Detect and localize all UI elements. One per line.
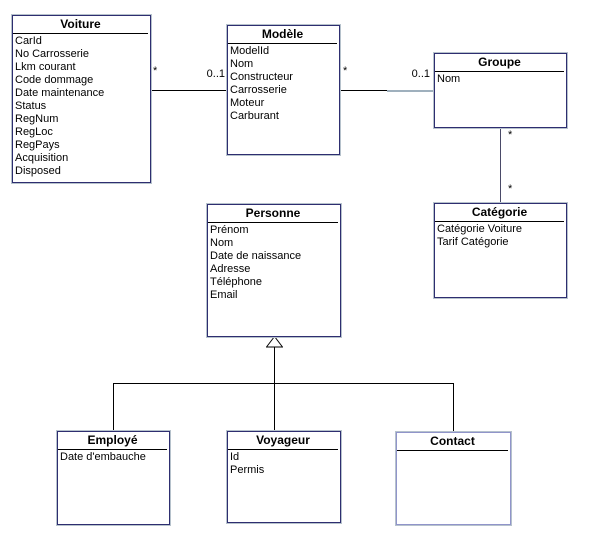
class-modele[interactable]: Modèle ModelId Nom Constructeur Carrosse… [227,25,340,155]
attribute-list: Id Permis [228,450,340,477]
generalization-drop-contact[interactable] [453,383,454,432]
class-voyageur[interactable]: Voyageur Id Permis [227,431,341,523]
class-title-modele: Modèle [228,26,337,44]
attribute-list: Nom [435,72,566,86]
attribute-row: CarId [15,35,42,47]
attribute-row: Date maintenance [15,87,105,99]
attribute-row: Id [230,451,240,463]
attribute-row: RegNum [15,113,59,125]
class-voiture[interactable]: Voiture CarId No Carrosserie Lkm courant… [12,15,151,183]
attribute-row: Tarif Catégorie [437,236,509,248]
attribute-row: Status [15,100,47,112]
association-modele-groupe[interactable] [340,90,388,91]
attribute-row: Lkm courant [15,61,76,73]
multiplicity-categorie-top: * [508,183,513,195]
attribute-row: Date d'embauche [60,451,146,463]
attribute-list [397,451,510,452]
association-voiture-modele[interactable] [151,90,227,91]
attribute-row: Carburant [230,110,279,122]
multiplicity-modele-right: * [343,65,348,77]
attribute-list: CarId No Carrosserie Lkm courant Code do… [13,34,150,178]
attribute-row: RegLoc [15,126,53,138]
association-groupe-categorie[interactable] [500,128,501,203]
class-title-contact: Contact [397,433,508,451]
attribute-row: Adresse [210,263,251,275]
attribute-list: Date d'embauche [58,450,169,464]
attribute-row: Carrosserie [230,84,287,96]
attribute-row: Prénom [210,224,249,236]
association-modele-groupe-segment[interactable] [387,90,435,92]
generalization-drop-employe[interactable] [113,383,114,431]
class-contact[interactable]: Contact [396,432,511,525]
class-employe[interactable]: Employé Date d'embauche [57,431,170,525]
attribute-row: Disposed [15,165,61,177]
multiplicity-modele-left: 0..1 [206,68,225,80]
class-personne[interactable]: Personne Prénom Nom Date de naissance Ad… [207,204,341,337]
attribute-row: Constructeur [230,71,293,83]
class-title-categorie: Catégorie [435,204,564,222]
multiplicity-voiture: * [153,65,158,77]
attribute-row: Nom [210,237,234,249]
multiplicity-groupe-left: 0..1 [411,68,430,80]
attribute-row: Nom [230,58,254,70]
attribute-list: Catégorie Voiture Tarif Catégorie [435,222,566,249]
attribute-row: ModelId [230,45,270,57]
class-title-groupe: Groupe [435,54,564,72]
class-categorie[interactable]: Catégorie Catégorie Voiture Tarif Catégo… [434,203,567,298]
attribute-row: No Carrosserie [15,48,89,60]
multiplicity-groupe-bottom: * [508,129,513,141]
class-title-employe: Employé [58,432,167,450]
generalization-stem[interactable] [274,346,275,431]
attribute-row: RegPays [15,139,60,151]
attribute-list: ModelId Nom Constructeur Carrosserie Mot… [228,44,339,123]
attribute-row: Catégorie Voiture [437,223,522,235]
attribute-list: Prénom Nom Date de naissance Adresse Tél… [208,223,340,302]
generalization-crossbar[interactable] [113,383,454,384]
attribute-row: Nom [437,73,461,85]
generalization-triangle-icon[interactable] [266,336,283,348]
attribute-row: Date de naissance [210,250,302,262]
class-title-voiture: Voiture [13,16,148,34]
attribute-row: Email [210,289,238,301]
class-groupe[interactable]: Groupe Nom [434,53,567,128]
class-title-voyageur: Voyageur [228,432,338,450]
attribute-row: Permis [230,464,265,476]
attribute-row: Acquisition [15,152,69,164]
attribute-row: Code dommage [15,74,94,86]
attribute-row: Moteur [230,97,265,109]
class-title-personne: Personne [208,205,338,223]
attribute-row: Téléphone [210,276,262,288]
